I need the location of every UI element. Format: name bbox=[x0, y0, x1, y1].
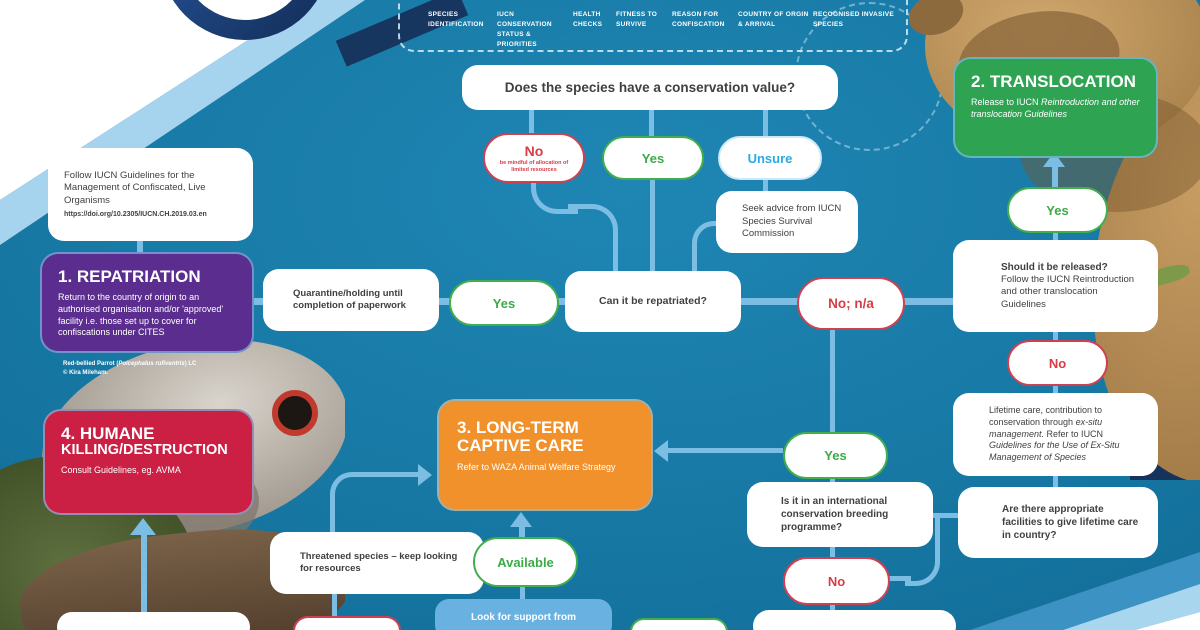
connector-repatriation-up bbox=[137, 235, 143, 253]
bottom-right-partial-box bbox=[753, 610, 956, 630]
follow-iucn-guidelines-box: Follow IUCN Guidelines for the Managemen… bbox=[48, 148, 253, 241]
connector-lifetime-facilities bbox=[1053, 475, 1058, 488]
bottom-partial-red-pill bbox=[293, 616, 401, 630]
seek-advice-box: Seek advice from IUCN Species Survival C… bbox=[716, 191, 858, 253]
breeding-programme-box: Is it in an international conservation b… bbox=[747, 482, 933, 547]
connector-yes3-up bbox=[1052, 166, 1058, 188]
arrowhead-to-captive-right bbox=[654, 440, 668, 462]
no-pill-conservation: No be mindful of allocation of limited r… bbox=[483, 133, 585, 183]
repatriation-box: 1. REPATRIATION Return to the country of… bbox=[40, 252, 254, 353]
criteria-iucn-status: IUCN CONSERVATION STATUS & PRIORITIES bbox=[497, 11, 552, 49]
bottom-partial-green-pill bbox=[630, 618, 728, 630]
connector-breeding-no3 bbox=[830, 546, 835, 558]
yes-pill-quarantine: Yes bbox=[449, 280, 559, 326]
arrowhead-to-captive-bottom bbox=[510, 512, 532, 527]
no-na-pill: No; n/a bbox=[797, 277, 905, 330]
yes-pill-conservation: Yes bbox=[602, 136, 704, 180]
connector-threatened-elbow bbox=[330, 472, 427, 540]
bottom-left-partial-box bbox=[57, 612, 250, 630]
arrowhead-to-humane bbox=[130, 518, 156, 535]
connector-no3-elbow-up bbox=[905, 516, 940, 586]
connector-no3-right bbox=[883, 576, 911, 581]
no-pill-breeding: No bbox=[783, 557, 890, 605]
criteria-reason-confiscation: REASON FOR CONFISCATION bbox=[672, 11, 725, 29]
photo-caption: Red-bellied Parrot (Poicephalus rufivent… bbox=[63, 360, 263, 378]
look-support-box: Look for support from bbox=[435, 599, 612, 630]
captive-care-box: 3. LONG-TERM CAPTIVE CARE Refer to WAZA … bbox=[437, 399, 653, 511]
connector-question-unsure bbox=[763, 109, 768, 136]
connector-seek-elbow bbox=[692, 221, 725, 279]
conservation-question-box: Does the species have a conservation val… bbox=[462, 65, 838, 110]
arrowhead-to-captive-left bbox=[418, 464, 432, 486]
connector-yes3-down bbox=[1053, 228, 1058, 241]
connector-no1-elbow-b bbox=[568, 204, 618, 279]
connector-unsure-down bbox=[763, 174, 768, 194]
no-pill-release: No bbox=[1007, 340, 1108, 386]
quarantine-box: Quarantine/holding until completion of p… bbox=[263, 269, 439, 331]
connector-yes4-captive bbox=[666, 448, 783, 453]
translocation-box: 2. TRANSLOCATION Release to IUCN Reintro… bbox=[953, 57, 1158, 158]
connector-nona-down bbox=[830, 325, 835, 435]
parrot-eye bbox=[272, 390, 318, 436]
connector-available-down bbox=[520, 582, 525, 600]
connector-available-up bbox=[519, 525, 525, 538]
connector-released-no2 bbox=[1053, 331, 1058, 341]
yes-pill-breeding: Yes bbox=[783, 432, 888, 479]
should-released-box: Should it be released? Follow the IUCN R… bbox=[953, 240, 1158, 332]
facilities-question-box: Are there appropriate facilities to give… bbox=[958, 487, 1158, 558]
connector-no1-elbow-a bbox=[531, 178, 578, 214]
unsure-pill: Unsure bbox=[718, 136, 822, 180]
parrot-photo bbox=[0, 338, 345, 630]
criteria-species-identification: SPECIES IDENTIFICATION bbox=[428, 11, 484, 29]
connector-no2-lifetime bbox=[1053, 381, 1058, 394]
can-repatriated-box: Can it be repatriated? bbox=[565, 271, 741, 332]
criteria-invasive-species: RECOGNISED INVASIVE SPECIES bbox=[813, 11, 895, 29]
follow-iucn-doi-link: https://doi.org/10.2305/IUCN.CH.2019.03.… bbox=[64, 210, 207, 218]
photo-caption-line2: © Kira Mileham. bbox=[63, 370, 109, 376]
criteria-dashed-box bbox=[398, 0, 908, 52]
lifetime-care-box: Lifetime care, contribution to conservat… bbox=[953, 393, 1158, 476]
criteria-health-checks: HEALTH CHECKS bbox=[573, 11, 603, 29]
yes-pill-release: Yes bbox=[1007, 187, 1108, 233]
criteria-fitness: FITNESS TO SURVIVE bbox=[616, 11, 658, 29]
connector-breeding-facilities bbox=[922, 513, 960, 518]
connector-question-yes bbox=[649, 109, 654, 136]
connector-question-no bbox=[529, 109, 534, 136]
photo-caption-line1: Red-bellied Parrot (Poicephalus rufivent… bbox=[63, 361, 197, 367]
connector-no3-down bbox=[830, 600, 835, 611]
threatened-species-box: Threatened species – keep looking for re… bbox=[270, 532, 484, 594]
humane-killing-box: 4. HUMANE KILLING/DESTRUCTION Consult Gu… bbox=[43, 409, 254, 515]
available-pill: Available bbox=[473, 537, 578, 587]
connector-yes1-down bbox=[650, 176, 655, 274]
criteria-country-origin: COUNTRY OF ORGIN & ARRIVAL bbox=[738, 11, 809, 29]
connector-threatened-down bbox=[332, 593, 337, 617]
connector-humane-arrow-stem bbox=[141, 533, 147, 613]
